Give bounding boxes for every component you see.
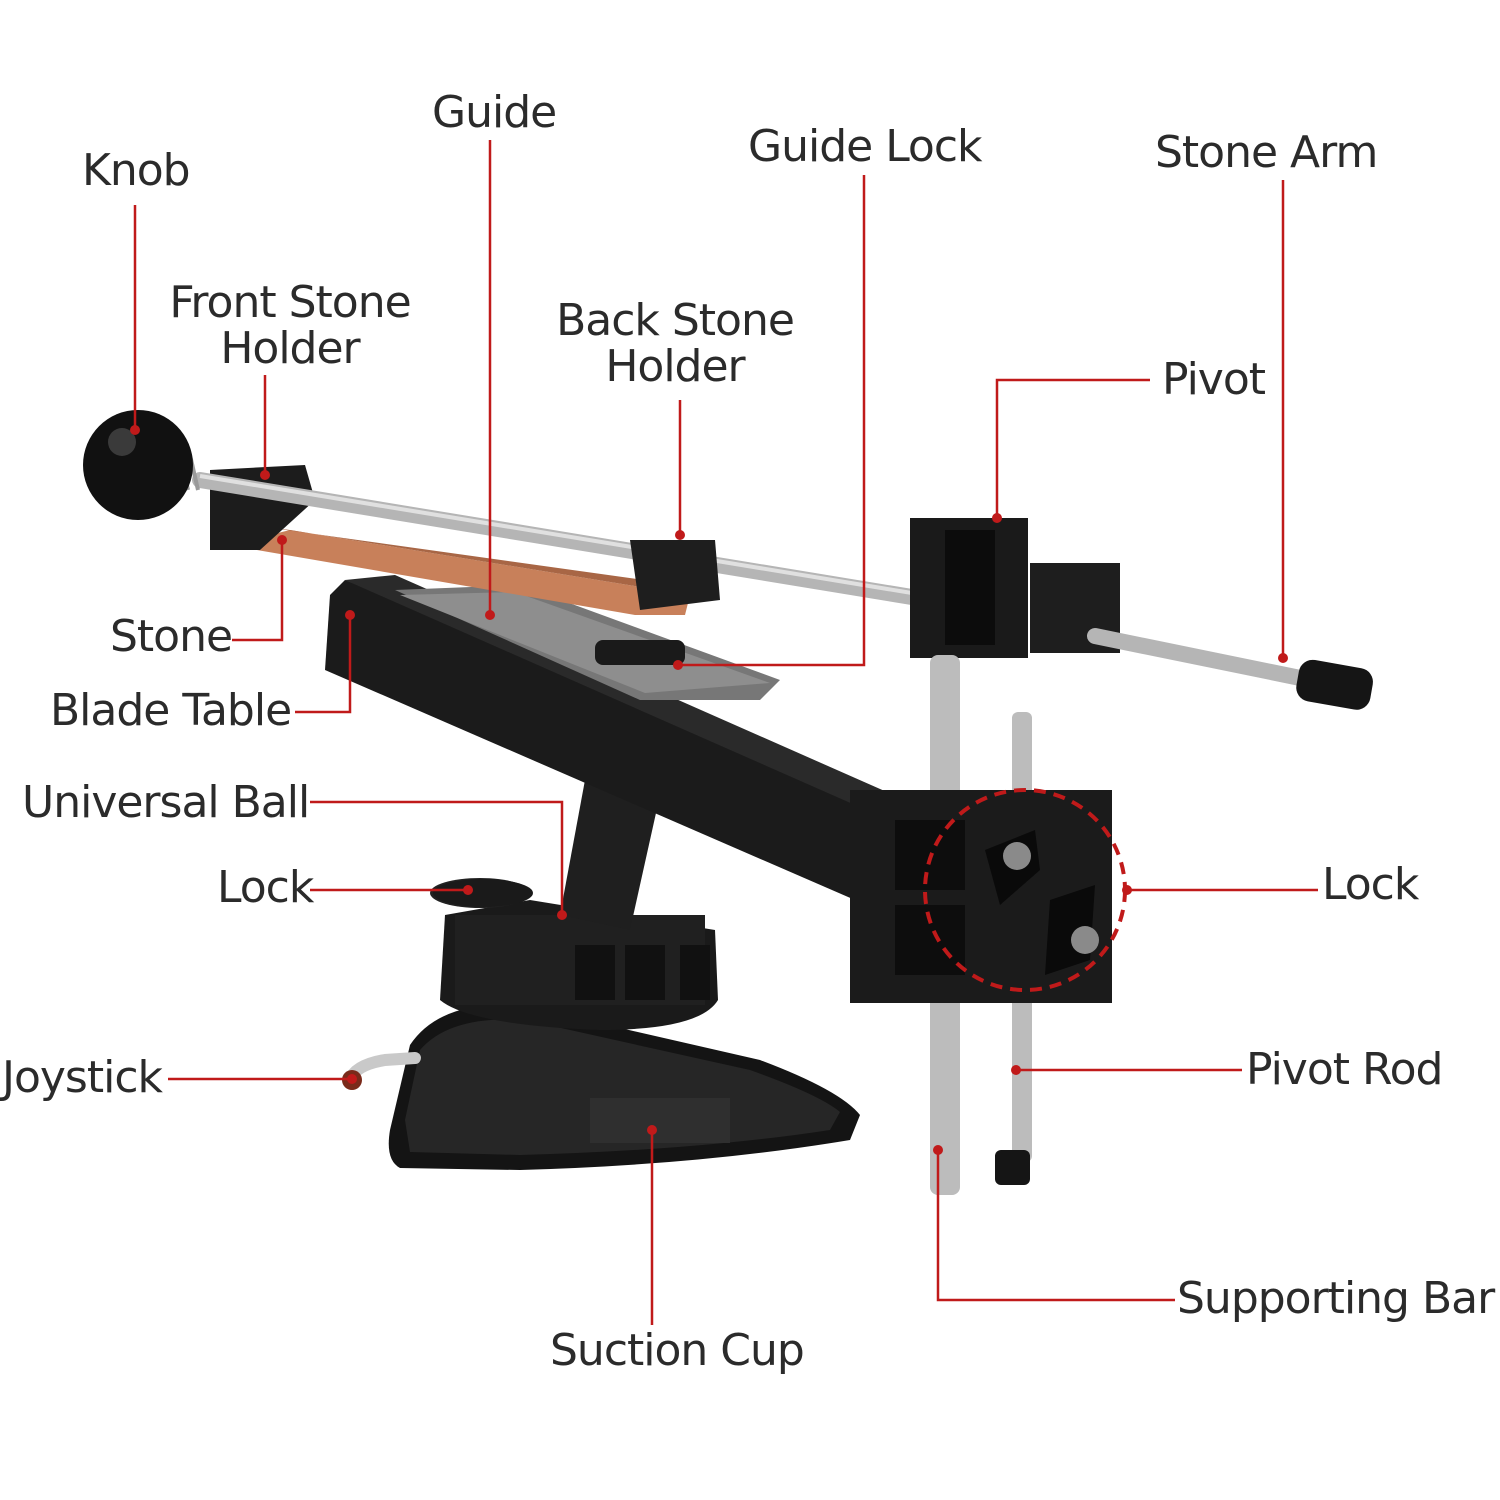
- guide-rod-shape: [192, 472, 938, 608]
- universal-ball-column: [560, 780, 660, 930]
- label-front-stone-holder-line1: Front Stone: [169, 277, 411, 328]
- label-lock-left: Lock: [217, 862, 314, 913]
- stone-shape: [245, 525, 690, 615]
- label-joystick: Joystick: [2, 1052, 163, 1103]
- label-pivot-rod: Pivot Rod: [1246, 1044, 1443, 1095]
- leader-universal-ball: [310, 800, 564, 915]
- label-back-stone-holder-line2: Holder: [605, 341, 745, 392]
- label-guide-lock: Guide Lock: [748, 121, 983, 172]
- label-front-stone-holder-line2: Holder: [220, 323, 360, 374]
- label-guide: Guide: [432, 87, 557, 138]
- label-front-stone-holder: Front Stone Holder: [165, 280, 415, 372]
- leader-blade-table: [295, 615, 352, 714]
- suction-cup-shape: [388, 1004, 860, 1170]
- leader-stone: [232, 540, 284, 642]
- label-stone-arm: Stone Arm: [1155, 127, 1378, 178]
- label-blade-table: Blade Table: [50, 685, 292, 736]
- back-stone-holder-shape: [630, 540, 720, 610]
- leader-dots: [130, 425, 1288, 1155]
- label-lock-right: Lock: [1322, 859, 1419, 910]
- stone-arm-shape: [1087, 628, 1318, 688]
- label-pivot: Pivot: [1162, 354, 1266, 405]
- lock-block-shape: [850, 788, 1127, 1003]
- label-supporting-bar: Supporting Bar: [1177, 1273, 1495, 1324]
- label-universal-ball: Universal Ball: [22, 777, 310, 828]
- label-back-stone-holder-line1: Back Stone: [556, 295, 795, 346]
- leader-guide-lock: [678, 175, 866, 667]
- label-knob: Knob: [82, 145, 191, 196]
- label-back-stone-holder: Back Stone Holder: [555, 298, 795, 390]
- label-stone: Stone: [110, 611, 233, 662]
- leader-lines: [133, 140, 1318, 1325]
- leader-supporting-bar: [936, 1150, 1175, 1302]
- leader-pivot: [995, 378, 1150, 518]
- label-suction-cup: Suction Cup: [550, 1325, 805, 1376]
